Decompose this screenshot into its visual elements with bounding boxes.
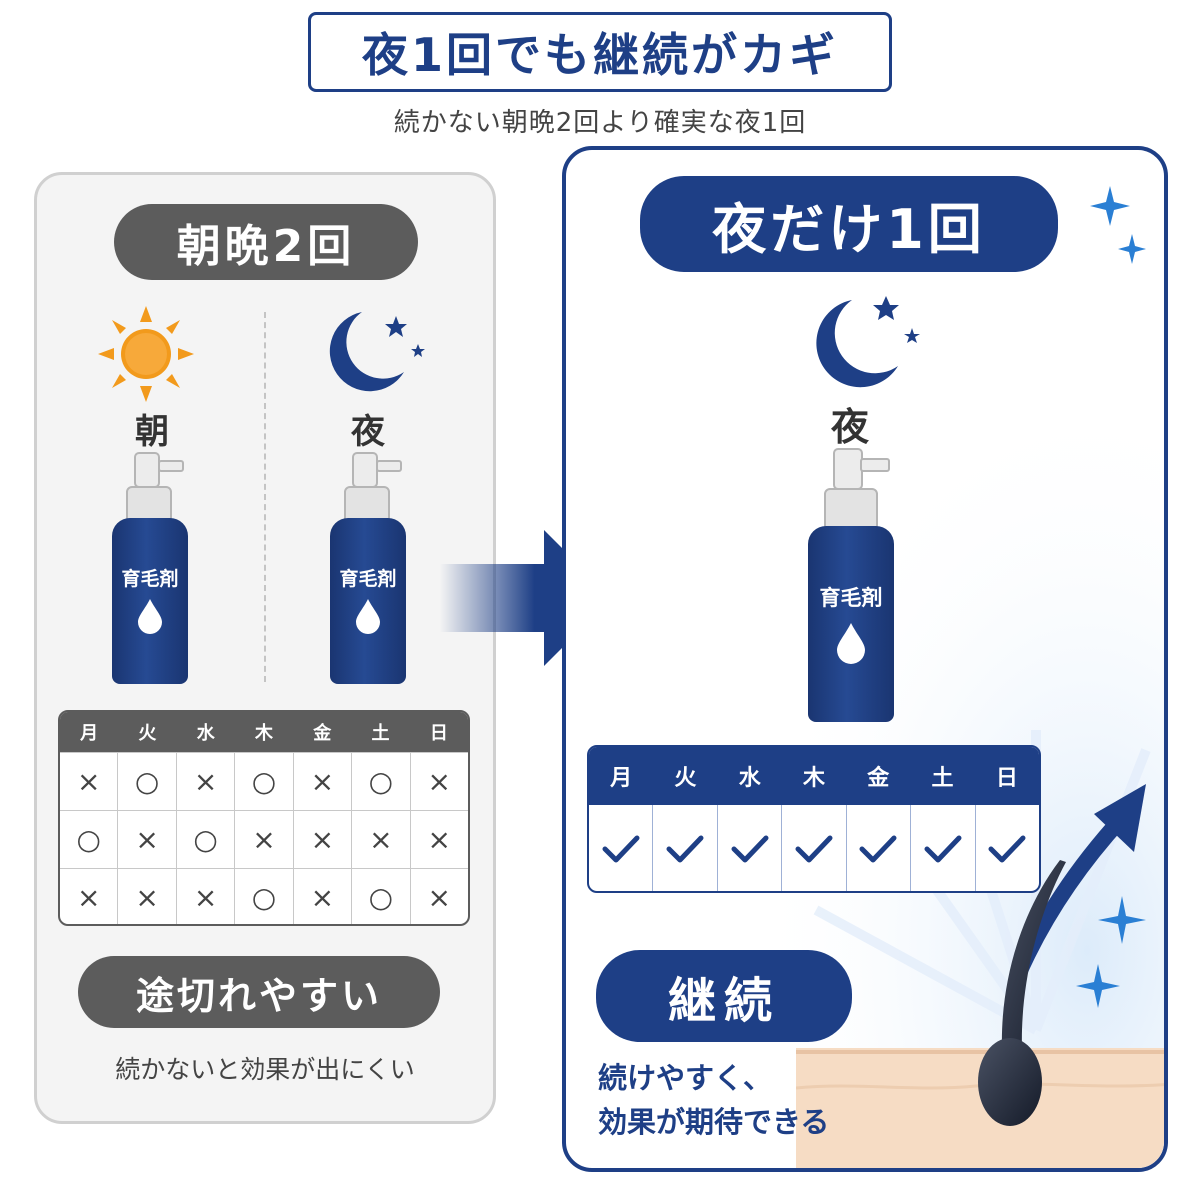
calendar-cell: ○ — [76, 823, 101, 856]
calendar-cell: × — [409, 753, 468, 810]
scalp-skin — [796, 1048, 1164, 1168]
day-tue: 火 — [138, 723, 157, 744]
calendar-cell: × — [76, 881, 101, 914]
calendar-cell: × — [234, 811, 292, 868]
calendar-cell: ○ — [234, 869, 292, 924]
check-icon — [731, 835, 769, 863]
moon-icon — [816, 296, 920, 388]
calendar-cell: ○ — [175, 811, 234, 868]
bottle-label: 育毛剤 — [819, 586, 883, 610]
twice-daily-calendar: 月 火 水 木 金 土 日 × ○ × ○ × ○ × ○ × ○ × × × … — [58, 710, 470, 926]
continuation-note-line1: 続けやすく、 — [598, 1061, 773, 1095]
day-mon: 月 — [610, 766, 633, 791]
day-sun: 日 — [429, 723, 448, 744]
main-title: 夜1回でも継続がカギ — [308, 12, 892, 92]
drop-icon — [837, 623, 865, 664]
calendar-cell: × — [351, 811, 409, 868]
check-cell — [589, 805, 652, 891]
calendar-row: × ○ × ○ × ○ × — [60, 752, 468, 810]
star-icon — [904, 328, 920, 343]
tonic-bottle-morning: 育毛剤 — [112, 452, 188, 684]
check-cell — [716, 805, 781, 891]
calendar-cell: × — [175, 869, 234, 924]
panel-divider — [264, 312, 266, 682]
calendar-cell: ○ — [234, 753, 292, 810]
drop-icon — [356, 599, 380, 634]
hair-strand-icon — [978, 860, 1066, 1126]
calendar-header: 月 火 水 木 金 土 日 — [60, 712, 468, 752]
continuation-note-line2: 効果が期待できる — [598, 1105, 830, 1139]
calendar-cell: × — [409, 811, 468, 868]
day-thu: 木 — [254, 723, 273, 744]
continuation-label: 継続 — [596, 950, 852, 1042]
day-sat: 土 — [931, 766, 954, 791]
day-fri: 金 — [867, 766, 890, 791]
nightly-plan-label: 夜だけ1回 — [640, 176, 1058, 272]
calendar-cell: ○ — [351, 869, 409, 924]
tonic-bottle-night-left: 育毛剤 — [330, 452, 406, 684]
check-cell — [974, 805, 1039, 891]
star-icon — [385, 316, 407, 337]
check-icon — [795, 835, 833, 863]
sparkle-icon — [1090, 186, 1146, 264]
check-icon — [666, 835, 704, 863]
calendar-row — [589, 805, 1039, 891]
day-thu: 木 — [802, 766, 825, 791]
calendar-cell: ○ — [117, 753, 175, 810]
check-icon — [859, 835, 897, 863]
calendar-cell: × — [175, 753, 234, 810]
day-sat: 土 — [371, 723, 390, 744]
calendar-cell: × — [292, 869, 351, 924]
calendar-cell: × — [292, 753, 351, 810]
star-icon — [873, 296, 899, 320]
calendar-cell: × — [117, 811, 175, 868]
check-icon — [924, 835, 962, 863]
interrupted-label: 途切れやすい — [78, 956, 440, 1028]
nightly-calendar: 月 火 水 木 金 土 日 — [587, 745, 1041, 893]
interrupted-note: 続かないと効果が出にくい — [115, 1055, 415, 1084]
sparkle-icon — [1076, 896, 1146, 1008]
continuation-note: 続けやすく、 効果が期待できる — [598, 1056, 829, 1144]
morning-label: 朝 — [135, 412, 169, 452]
calendar-cell: × — [117, 869, 175, 924]
calendar-cell: × — [409, 869, 468, 924]
night-label-left: 夜 — [351, 412, 385, 452]
calendar-cell: ○ — [351, 753, 409, 810]
drop-icon — [138, 599, 162, 634]
check-icon — [602, 835, 640, 863]
calendar-cell: × — [292, 811, 351, 868]
check-cell — [845, 805, 910, 891]
check-cell — [910, 805, 974, 891]
calendar-cell: × — [76, 765, 101, 798]
moon-icon — [329, 312, 425, 392]
check-cell — [781, 805, 845, 891]
day-tue: 火 — [674, 766, 697, 791]
tonic-bottle-night-right: 育毛剤 — [808, 448, 894, 722]
calendar-header: 月 火 水 木 金 土 日 — [589, 747, 1039, 805]
day-fri: 金 — [313, 723, 332, 744]
subtitle: 続かない朝晩2回より確実な夜1回 — [393, 108, 807, 138]
bottle-label: 育毛剤 — [121, 568, 179, 590]
bottle-label: 育毛剤 — [339, 568, 397, 590]
star-icon — [411, 344, 425, 357]
check-cell — [652, 805, 716, 891]
sun-icon — [98, 306, 194, 402]
day-mon: 月 — [80, 723, 99, 744]
twice-daily-plan-label: 朝晩2回 — [114, 204, 418, 280]
day-wed: 水 — [738, 766, 761, 791]
day-sun: 日 — [995, 766, 1018, 791]
check-icon — [988, 835, 1026, 863]
day-wed: 水 — [196, 723, 215, 744]
calendar-row: ○ × ○ × × × × — [60, 810, 468, 868]
calendar-row: × × × ○ × ○ × — [60, 868, 468, 924]
night-label-right: 夜 — [830, 405, 869, 449]
